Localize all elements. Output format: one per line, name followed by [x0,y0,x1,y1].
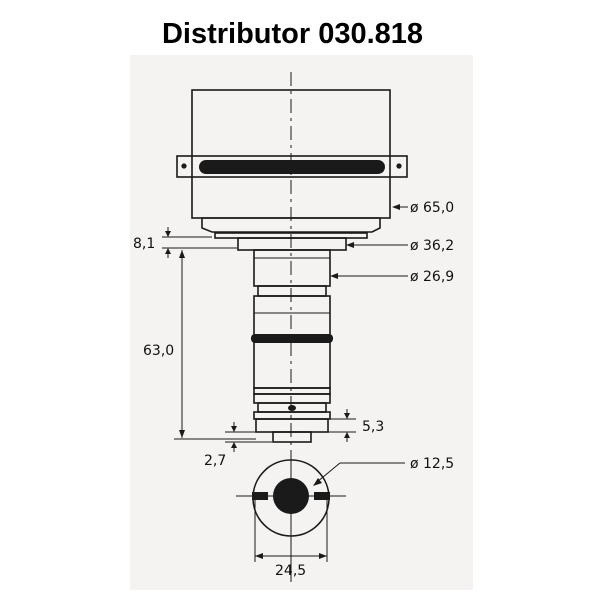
dim-end-width: 24,5 [275,563,306,579]
clamp-band [199,160,385,174]
distributor-cap [176,89,408,219]
dim-cap-diameter: ø 65,0 [410,200,454,216]
width-dimension [254,500,328,562]
dim-flange-height: 8,1 [133,236,155,252]
drive-end-view [236,452,346,582]
dim-shaft-length: 63,0 [143,343,174,359]
left-dimensions [162,227,272,452]
distributor-shaft [251,249,333,443]
o-ring [251,334,333,343]
dim-tip-height: 2,7 [204,453,226,469]
page-title: Distributor 030.818 [161,18,424,50]
dim-ring-height: 5,3 [362,419,384,435]
dim-drive-diameter: ø 12,5 [410,456,454,472]
dim-flange-diameter: ø 36,2 [410,238,454,254]
ring-dimension [328,409,356,442]
housing-body [201,217,381,251]
dim-shaft-diameter: ø 26,9 [410,269,454,285]
right-leaders [313,204,408,486]
